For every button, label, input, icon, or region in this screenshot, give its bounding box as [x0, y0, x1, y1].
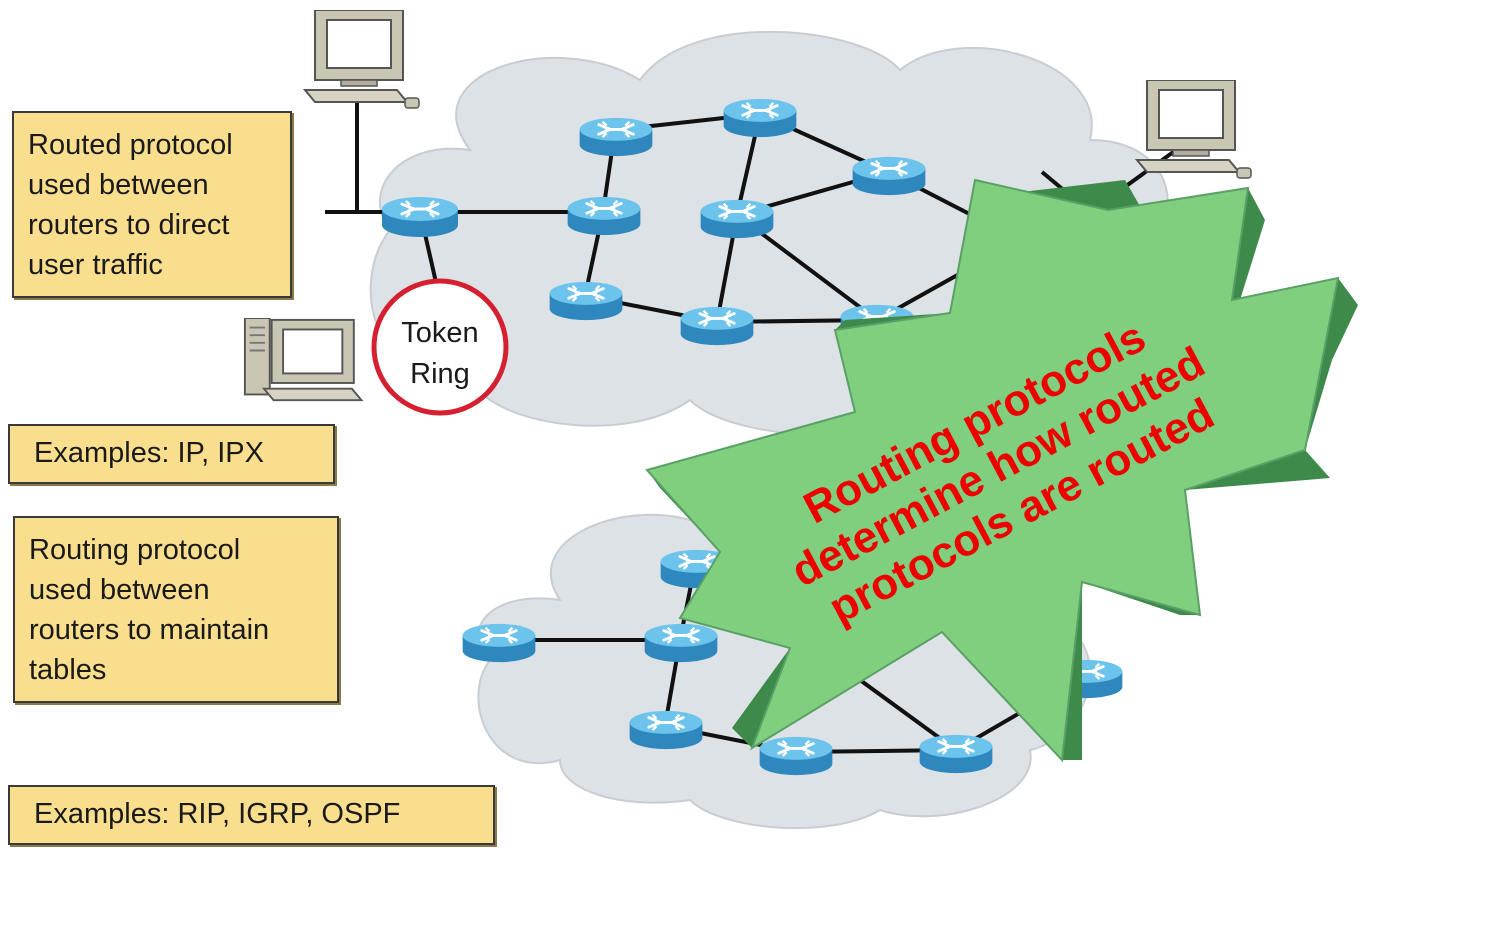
router-icon — [566, 195, 642, 237]
router-icon — [628, 709, 704, 751]
routed-protocol-box: Routed protocol used between routers to … — [12, 111, 292, 298]
router-icon — [722, 97, 798, 139]
router-icon — [380, 195, 460, 239]
routing-protocol-box: Routing protocol used between routers to… — [13, 516, 339, 703]
router-icon — [578, 116, 654, 158]
router-icon — [699, 198, 775, 240]
desktop-computer-icon — [303, 10, 421, 110]
router-icon — [758, 735, 834, 777]
token-ring: Token Ring — [371, 278, 509, 416]
routing-examples-box: Examples: RIP, IGRP, OSPF — [8, 785, 495, 845]
routed-examples-box: Examples: IP, IPX — [8, 424, 335, 484]
token-ring-label: Ring — [410, 358, 470, 390]
router-icon — [918, 733, 994, 775]
router-icon — [461, 622, 537, 664]
tower-computer-icon — [243, 318, 363, 402]
router-icon — [679, 305, 755, 347]
router-icon — [548, 280, 624, 322]
token-ring-label: Token — [401, 317, 478, 349]
router-icon — [851, 155, 927, 197]
routing-callout-starburst — [645, 178, 1358, 763]
router-icon — [643, 622, 719, 664]
starburst-front — [645, 178, 1340, 763]
desktop-computer-icon — [1135, 80, 1253, 180]
